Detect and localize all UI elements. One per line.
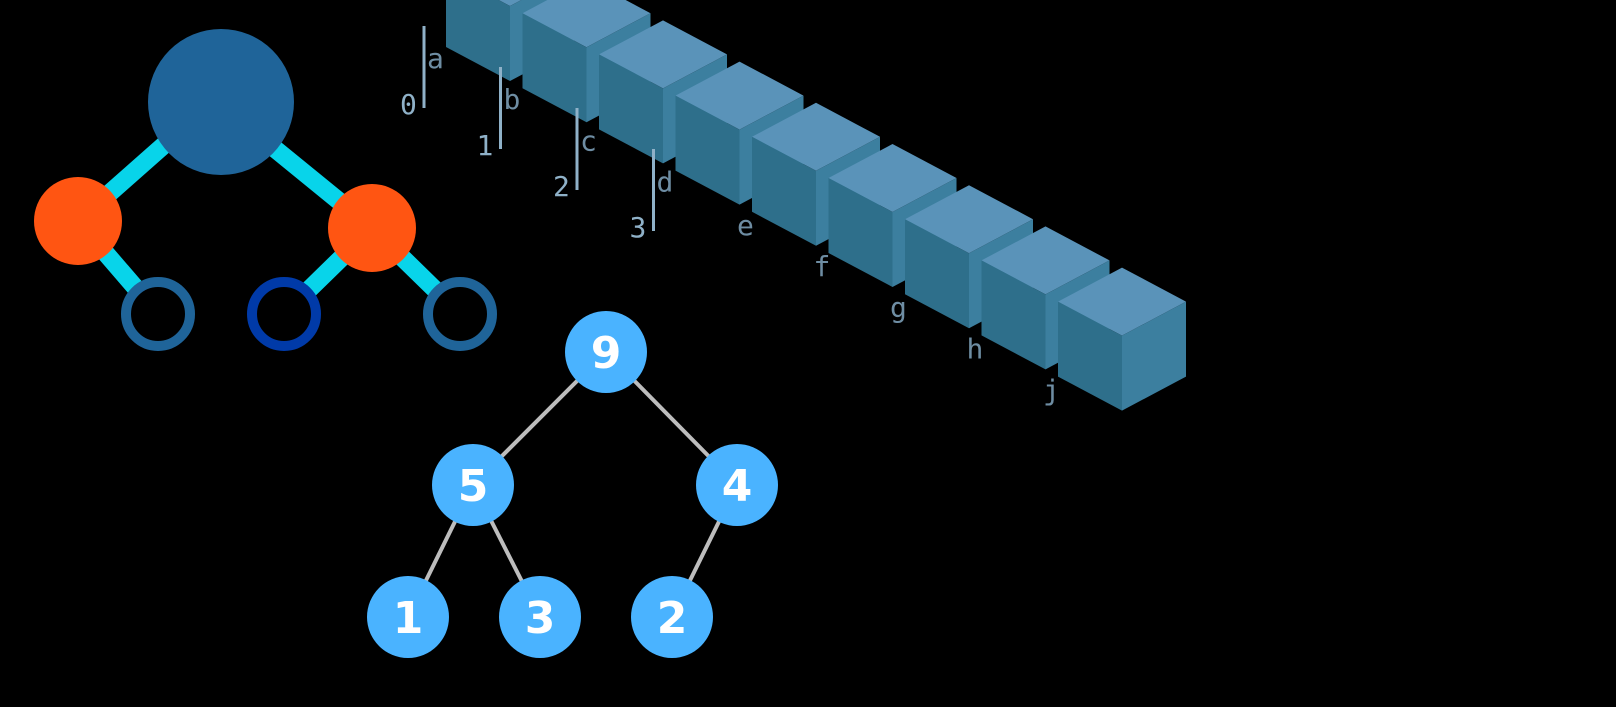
- heap-node-root: 9: [565, 311, 647, 393]
- cube-front-face: [1058, 301, 1122, 411]
- cube-front-face: [522, 13, 587, 123]
- array-letter-label: e: [737, 209, 754, 242]
- tree-orange-node: [34, 177, 122, 265]
- heap-node-right-left-label: 2: [657, 593, 688, 644]
- heap-node-left-right-label: 3: [525, 593, 556, 644]
- cube-front-face: [599, 54, 663, 164]
- tree-root-node: [148, 29, 294, 175]
- array-letter-label: j: [1043, 374, 1060, 407]
- array-letter-label: c: [580, 124, 597, 157]
- tree-hollow-node: [247, 277, 321, 351]
- heap-diagram: 9 5 4 1 3 2: [367, 311, 778, 658]
- cube-top-face: [522, 0, 651, 48]
- cube-front-face: [446, 0, 510, 81]
- array-letter-label: g: [890, 291, 907, 324]
- heap-node-left-left-label: 1: [393, 593, 424, 644]
- array-letter-label: f: [814, 250, 831, 283]
- cube-top-face: [498, 0, 522, 6]
- heap-node-left-right: 3: [499, 576, 581, 658]
- array-index-label: 3: [630, 211, 647, 244]
- cube-front-face: [752, 136, 816, 246]
- heap-node-root-label: 9: [591, 328, 622, 379]
- cube-side-face: [1122, 301, 1186, 411]
- heap-node-right-label: 4: [722, 461, 753, 512]
- heap-node-right-left: 2: [631, 576, 713, 658]
- array-cube: [1058, 267, 1186, 411]
- array-letter-label: h: [967, 332, 984, 365]
- tree-hollow-node: [423, 277, 497, 351]
- cube-front-face: [828, 178, 893, 287]
- cube-front-face: [905, 219, 969, 329]
- tree-hollow-node: [121, 277, 195, 351]
- array-labels: a b c d e f g h j 0 1 2 3: [400, 26, 1060, 407]
- array-letter-label: a: [427, 42, 444, 75]
- array-index-label: 0: [400, 88, 417, 121]
- heap-node-left: 5: [432, 444, 514, 526]
- cube-front-face: [981, 260, 1046, 370]
- tree-diagram-icon: [34, 29, 497, 351]
- tree-orange-node: [328, 184, 416, 272]
- array-letter-label: d: [657, 166, 674, 199]
- array-cubes: [446, 0, 1186, 411]
- heap-node-left-left: 1: [367, 576, 449, 658]
- array-index-label: 2: [553, 170, 570, 203]
- array-index-label: 1: [477, 129, 494, 162]
- cube-front-face: [675, 95, 740, 205]
- heap-node-right: 4: [696, 444, 778, 526]
- cube-top-face: [675, 61, 804, 130]
- array-letter-label: b: [504, 83, 521, 116]
- heap-node-left-label: 5: [458, 461, 489, 512]
